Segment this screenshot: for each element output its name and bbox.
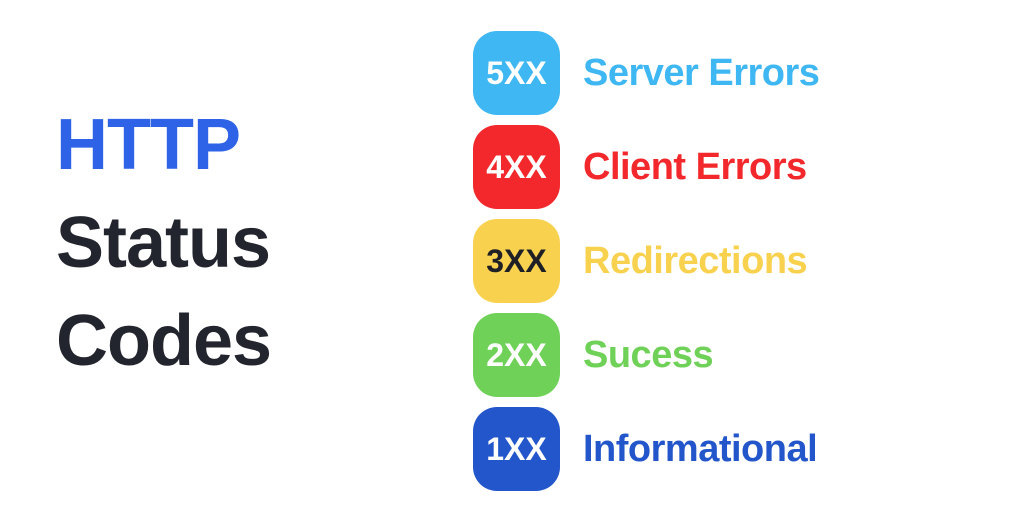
title-line-codes: Codes — [56, 301, 272, 381]
status-row-2xx: 2XX Sucess — [473, 313, 819, 397]
page-title: HTTP Status Codes — [56, 96, 272, 390]
status-badge-4xx: 4XX — [473, 125, 560, 209]
status-code-list: 5XX Server Errors 4XX Client Errors 3XX … — [473, 31, 820, 491]
status-badge-1xx: 1XX — [473, 407, 560, 491]
status-row-1xx: 1XX Informational — [473, 407, 819, 491]
status-label-5xx: Server Errors — [583, 51, 820, 94]
status-label-4xx: Client Errors — [583, 145, 807, 188]
title-line-status: Status — [56, 203, 271, 283]
status-badge-3xx: 3XX — [473, 219, 560, 303]
status-label-2xx: Sucess — [583, 333, 714, 376]
status-row-4xx: 4XX Client Errors — [473, 125, 819, 209]
status-row-5xx: 5XX Server Errors — [473, 31, 820, 115]
title-line-http: HTTP — [56, 105, 241, 185]
status-badge-2xx: 2XX — [473, 313, 560, 397]
status-label-1xx: Informational — [583, 427, 818, 470]
status-badge-5xx: 5XX — [473, 31, 560, 115]
status-row-3xx: 3XX Redirections — [473, 219, 819, 303]
status-label-3xx: Redirections — [583, 239, 808, 282]
